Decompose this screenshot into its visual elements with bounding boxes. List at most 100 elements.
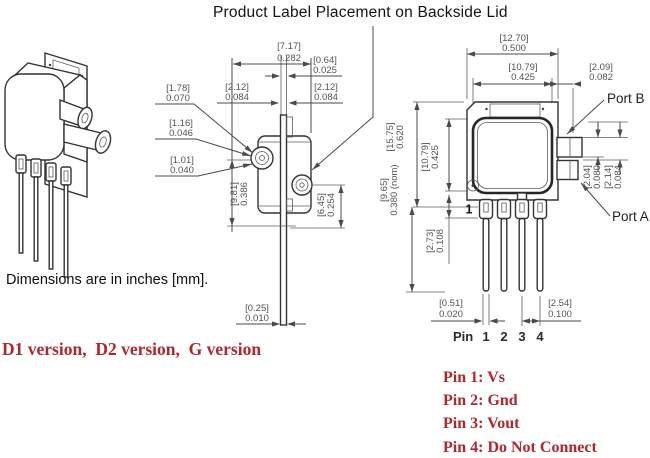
svg-text:[9.81]: [9.81] bbox=[229, 182, 240, 206]
dim-lid-thickness-in: 0.010 bbox=[245, 313, 269, 324]
dim-gap-right-in: 0.084 bbox=[314, 92, 338, 103]
pin-function-3: Pin 3: Vout bbox=[443, 415, 520, 433]
dim-side-overall-mm: [7.17] bbox=[277, 41, 301, 52]
side-port2-outer bbox=[291, 174, 313, 196]
dim-port-detail2-in: 0.046 bbox=[169, 128, 193, 139]
svg-text:0.620: 0.620 bbox=[395, 125, 406, 149]
side-lid-top-clip bbox=[286, 116, 293, 138]
iso-body-front-face bbox=[4, 73, 65, 161]
versions-note: D1 version, D2 version, G version bbox=[2, 339, 262, 359]
dim-pin-pitch-lines bbox=[521, 296, 581, 326]
dim-lid-thickness-mm: [0.25] bbox=[245, 303, 269, 314]
dim-lid-tab-in: 0.025 bbox=[313, 65, 337, 76]
port-od-extensions bbox=[583, 121, 628, 161]
dim-front-body-width-in: 0.425 bbox=[511, 72, 535, 83]
front-index-feature bbox=[467, 179, 479, 192]
dim-port-detail3-mm: [1.01] bbox=[170, 155, 194, 166]
pin-function-2: Pin 2: Gnd bbox=[443, 392, 518, 410]
lid-extension-lines bbox=[280, 55, 287, 118]
side-port2-hole bbox=[299, 182, 305, 188]
front-port-a bbox=[556, 159, 579, 181]
iso-port-lower-face bbox=[94, 130, 112, 154]
svg-text:[2.04]: [2.04] bbox=[582, 165, 593, 189]
svg-text:0.080: 0.080 bbox=[592, 165, 603, 189]
dim-port-od-1: [2.04] 0.080 bbox=[582, 165, 603, 189]
dim-pin-pitch-in: 0.100 bbox=[548, 309, 572, 320]
dim-side-overall-in: 0.282 bbox=[277, 53, 301, 64]
front-pins bbox=[478, 198, 548, 292]
dim-pin-width-mm: [0.51] bbox=[439, 298, 463, 309]
dim-port-detail1-in: 0.070 bbox=[166, 93, 190, 104]
dim-port-center-height: [9.81] 0.386 bbox=[229, 182, 250, 206]
dim-gap-left-lines bbox=[217, 100, 279, 106]
dim-front-overall-width-mm: [12.70] bbox=[499, 33, 528, 44]
svg-text:[2.14]: [2.14] bbox=[603, 165, 614, 189]
pin-function-4: Pin 4: Do Not Connect bbox=[443, 438, 597, 456]
svg-text:[2.73]: [2.73] bbox=[425, 229, 436, 253]
pin-number-2: 2 bbox=[500, 329, 507, 344]
side-port2-mid bbox=[295, 178, 309, 192]
dim-shoulder-height: [2.73] 0.108 bbox=[425, 229, 446, 253]
svg-text:[9.65]: [9.65] bbox=[379, 178, 390, 202]
dim-overall-height: [15.75] 0.620 bbox=[385, 122, 406, 151]
side-port1-outer bbox=[250, 146, 274, 170]
svg-text:[15.75]: [15.75] bbox=[385, 122, 396, 151]
port-b-label: Port B bbox=[607, 91, 645, 106]
side-view: [7.17] 0.282 [0.64] 0.025 [2.12] 0.084 [… bbox=[155, 26, 374, 327]
port2-extension bbox=[290, 184, 345, 229]
side-backside-lid bbox=[279, 114, 288, 326]
front-body-inner bbox=[477, 122, 548, 189]
front-view: [12.70] 0.500 [10.79] 0.425 [2.09] 0.082 bbox=[379, 33, 649, 344]
dim-port-detail2-mm: [1.16] bbox=[169, 118, 193, 129]
pin-function-1: Pin 1: Vs bbox=[443, 369, 505, 386]
overall-width-extensions bbox=[466, 48, 559, 99]
dim-pin-length: [9.65] 0.380 (nom) bbox=[379, 164, 400, 215]
dim-front-body-width-mm: [10.79] bbox=[508, 62, 537, 73]
dim-port2-center-height: [6.45] 0.254 bbox=[316, 193, 337, 217]
dim-lid-tab-lines bbox=[265, 73, 342, 79]
side-port1-hole bbox=[259, 155, 265, 161]
iso-pins bbox=[15, 154, 72, 278]
dim-port-od-2: [2.14] 0.084 bbox=[603, 165, 624, 189]
side-lid-bottom-clip bbox=[286, 198, 293, 212]
dim-gap-left-in: 0.084 bbox=[225, 92, 249, 103]
port-center-extension bbox=[227, 159, 296, 227]
svg-text:[10.79]: [10.79] bbox=[420, 142, 431, 171]
port-a-label: Port A bbox=[612, 209, 649, 224]
svg-text:0.386: 0.386 bbox=[239, 182, 250, 206]
dim-pin-pitch-mm: [2.54] bbox=[548, 298, 572, 309]
dim-front-overall-width-in: 0.500 bbox=[502, 43, 526, 54]
svg-text:[6.45]: [6.45] bbox=[316, 193, 327, 217]
svg-text:0.108: 0.108 bbox=[435, 229, 446, 253]
iso-rivet-dot bbox=[48, 63, 52, 67]
front-body bbox=[471, 116, 554, 195]
pin1-marker: 1 bbox=[466, 203, 473, 217]
dim-body-height: [10.79] 0.425 bbox=[420, 142, 441, 171]
dim-lid-thickness-lines bbox=[236, 321, 306, 327]
dim-port-detail3-in: 0.040 bbox=[170, 165, 194, 176]
dim-gap-left-mm: [2.12] bbox=[225, 82, 249, 93]
dim-port-detail1-mm: [1.78] bbox=[166, 83, 190, 94]
side-port1-mid bbox=[255, 151, 269, 165]
front-port-b bbox=[556, 136, 583, 158]
svg-text:0.425: 0.425 bbox=[430, 145, 441, 169]
isometric-view bbox=[4, 52, 112, 278]
dim-pin-width-in: 0.020 bbox=[439, 309, 463, 320]
overall-height-extensions bbox=[413, 101, 478, 208]
pin-number-4: 4 bbox=[536, 329, 544, 344]
page-title: Product Label Placement on Backside Lid bbox=[213, 4, 508, 21]
front-rivet-dot bbox=[485, 107, 488, 111]
iso-port-upper-hole bbox=[81, 112, 89, 124]
front-rivet-dot bbox=[541, 107, 545, 111]
pin-number-3: 3 bbox=[518, 329, 525, 344]
dim-lid-tab-mm: [0.64] bbox=[313, 55, 337, 66]
dim-port-detail1-leader bbox=[155, 103, 254, 154]
svg-text:0.254: 0.254 bbox=[326, 193, 337, 217]
svg-text:0.380 (nom): 0.380 (nom) bbox=[389, 164, 400, 215]
pin-number-1: 1 bbox=[482, 329, 489, 344]
dim-gap-right-mm: [2.12] bbox=[314, 82, 338, 93]
dim-port-protrusion-mm: [2.09] bbox=[589, 62, 613, 73]
dim-port-detail2-leader bbox=[155, 138, 252, 157]
